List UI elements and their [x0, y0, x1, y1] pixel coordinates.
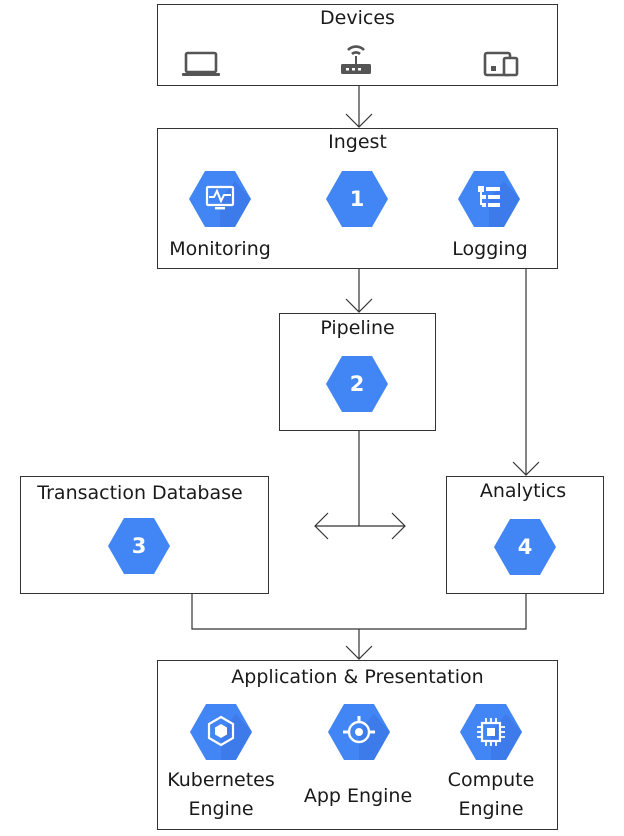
compute-engine-label-line2: Engine — [458, 798, 524, 820]
step-2-hexagon — [326, 356, 388, 412]
pipeline-title: Pipeline — [320, 317, 395, 339]
step-3-number: 3 — [131, 534, 147, 558]
step-4-hexagon — [494, 519, 556, 575]
step-4-number: 4 — [517, 535, 533, 559]
step-1-number: 1 — [349, 187, 365, 211]
compute-engine-label-line1: Compute — [447, 769, 535, 791]
transaction-database-title: Transaction Database — [37, 482, 243, 504]
laptop-icon — [182, 51, 220, 76]
kubernetes-engine-icon — [190, 704, 252, 760]
router-icon — [341, 45, 371, 74]
app-engine-label: App Engine — [303, 785, 413, 807]
monitoring-label: Monitoring — [169, 238, 271, 260]
compute-engine-icon — [460, 704, 522, 760]
ingest-title: Ingest — [328, 131, 387, 153]
app-engine-icon — [328, 704, 390, 760]
step-1-hexagon — [326, 171, 388, 227]
logging-icon — [458, 171, 520, 227]
kubernetes-engine-label-line1: Kubernetes — [167, 769, 275, 791]
step-2-number: 2 — [349, 372, 365, 396]
devices-title: Devices — [320, 7, 395, 29]
monitoring-icon — [189, 171, 251, 227]
connector-merge — [191, 594, 527, 630]
step-3-hexagon — [108, 518, 170, 574]
analytics-title: Analytics — [479, 480, 567, 502]
kubernetes-engine-label-line2: Engine — [188, 798, 254, 820]
devices-icon — [483, 51, 519, 77]
application-presentation-title: Application & Presentation — [231, 666, 484, 688]
logging-label: Logging — [452, 238, 528, 260]
